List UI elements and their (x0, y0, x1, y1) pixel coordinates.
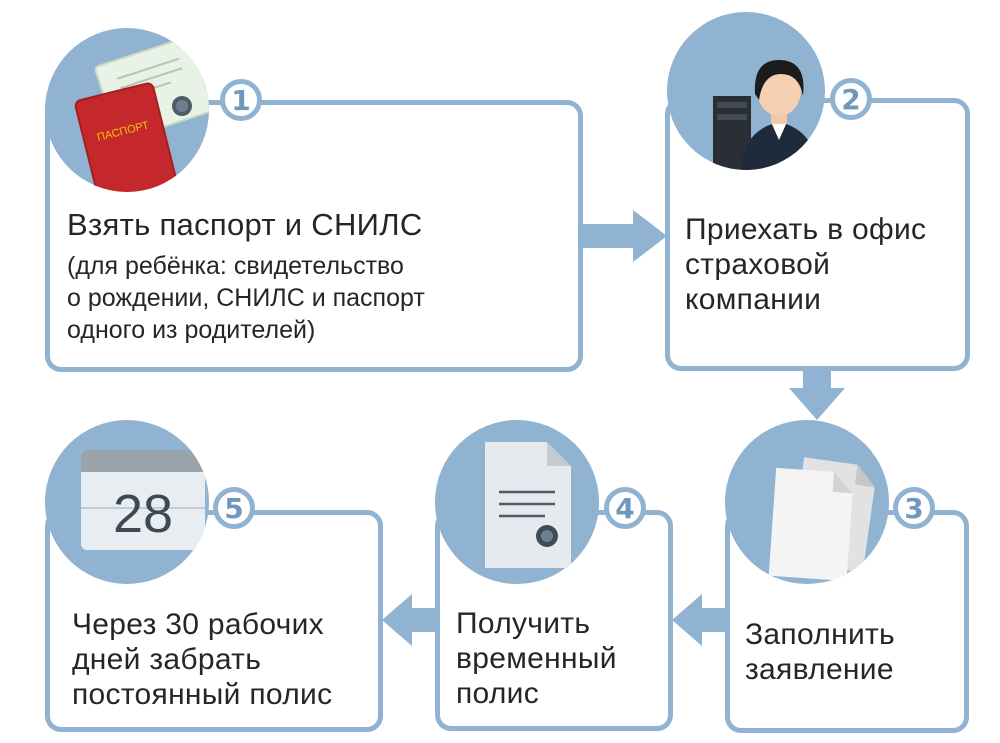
step-2-line: страховой (685, 248, 831, 281)
documents-icon (768, 457, 875, 582)
step-3-number: 3 (893, 487, 935, 529)
step-1-title: Взять паспорт и СНИЛС (67, 207, 423, 242)
step-2-line: Приехать в офис (685, 213, 927, 246)
step-5-text: Через 30 рабочих дней забрать постоянный… (72, 607, 332, 712)
step-1-number: 1 (220, 79, 262, 121)
step-1-detail-line: (для ребёнка: свидетельство (67, 252, 404, 280)
step-5-line: Через 30 рабочих (72, 608, 324, 641)
step-1-detail: (для ребёнка: свидетельство о рождении, … (67, 250, 425, 346)
arrow-down (789, 368, 845, 420)
step-1-detail-line: о рождении, СНИЛС и паспорт (67, 284, 425, 312)
step-4-line: временный (456, 642, 617, 675)
step-2-line: компании (685, 283, 822, 316)
certificate-icon (485, 442, 571, 568)
step-2-text: Приехать в офис страховой компании (685, 212, 926, 317)
step-4-line: Получить (456, 607, 591, 640)
arrow-left (672, 594, 728, 646)
step-2-number: 2 (830, 78, 872, 120)
step-1-image: ПАСПОРТ (45, 28, 209, 192)
step-5-line: дней забрать (72, 643, 262, 676)
step-3-line: заявление (745, 653, 894, 686)
arrow-right (583, 210, 667, 262)
step-3-image (725, 420, 889, 584)
step-1-detail-line: одного из родителей) (67, 316, 316, 344)
step-3-line: Заполнить (745, 618, 895, 651)
step-4-image (435, 420, 599, 584)
passport-and-snils-icon: ПАСПОРТ (74, 36, 209, 192)
office-worker-icon (713, 60, 817, 170)
calendar-day: 28 (113, 484, 173, 544)
step-5-line: постоянный полис (72, 678, 333, 711)
step-2-image (667, 12, 825, 170)
step-4-text: Получить временный полис (456, 606, 617, 711)
arrow-left (382, 594, 438, 646)
step-5-number: 5 (213, 487, 255, 529)
calendar-icon: 28 (81, 450, 205, 550)
step-3-text: Заполнить заявление (745, 617, 895, 687)
step-4-line: полис (456, 677, 540, 710)
step-5-image: 28 (45, 420, 209, 584)
step-4-number: 4 (604, 487, 646, 529)
